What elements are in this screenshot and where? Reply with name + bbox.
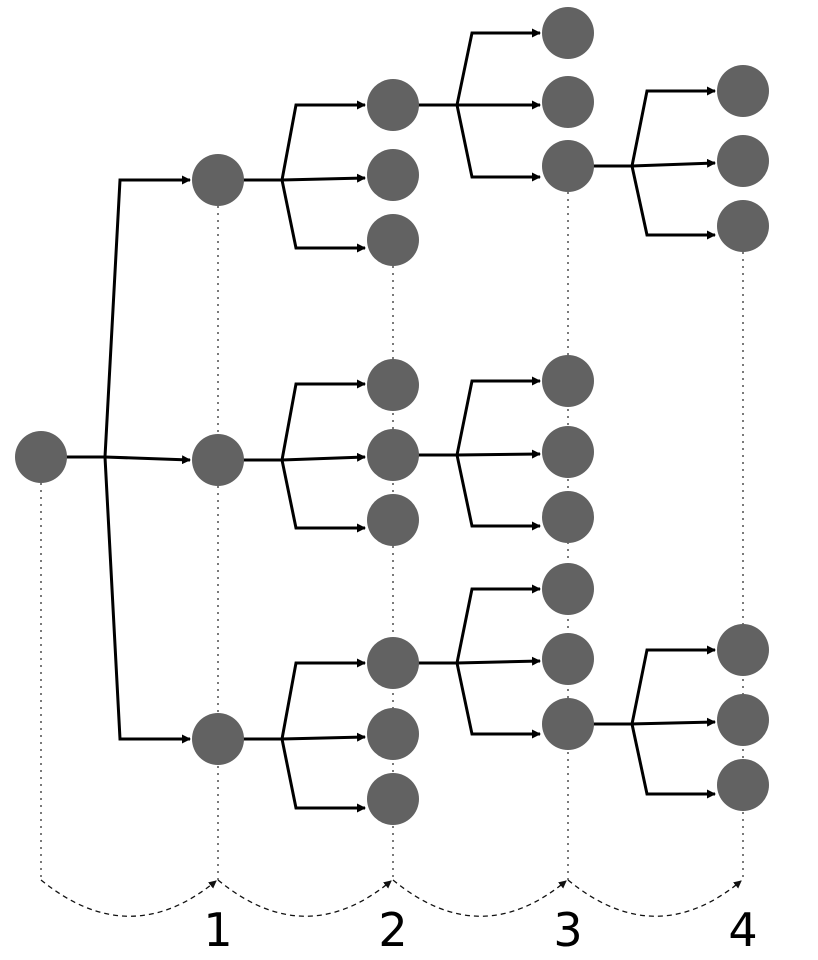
tree-node-25 xyxy=(717,624,769,676)
tree-node-20 xyxy=(542,633,594,685)
level-label-1: 1 xyxy=(203,903,232,957)
level-labels: 1 2 3 4 xyxy=(203,903,757,957)
edge-branch-6-2 xyxy=(455,662,541,739)
tree-node-5 xyxy=(367,149,419,201)
tree-node-17 xyxy=(542,426,594,478)
edge-branch-0-2 xyxy=(103,456,191,744)
edge-branch-1-2 xyxy=(280,179,366,253)
edge-branch-0-1 xyxy=(104,455,191,465)
edge-branch-3-2 xyxy=(280,738,366,813)
tree-node-13 xyxy=(542,7,594,59)
edge-branch-7-2 xyxy=(630,165,716,240)
hop-arc-2 xyxy=(217,879,392,917)
tree-node-9 xyxy=(367,494,419,546)
tree-node-14 xyxy=(542,76,594,128)
tree-node-6 xyxy=(367,214,419,266)
tree-node-24 xyxy=(717,200,769,252)
edge-branch-6-0 xyxy=(455,584,541,664)
tree-node-4 xyxy=(367,79,419,131)
edge-branch-5-2 xyxy=(455,454,541,531)
edge-branch-1-0 xyxy=(280,100,366,181)
edge-branch-5-0 xyxy=(455,376,541,456)
edge-branch-6-1 xyxy=(456,656,541,666)
tree-node-27 xyxy=(717,759,769,811)
tree-node-8 xyxy=(367,429,419,481)
edge-branch-8-1 xyxy=(631,717,716,727)
level-hop-arcs xyxy=(40,879,742,917)
tree-node-2 xyxy=(192,434,244,486)
tree-node-26 xyxy=(717,694,769,746)
edge-branch-3-1 xyxy=(281,732,366,742)
tree-node-3 xyxy=(192,713,244,765)
level-label-3: 3 xyxy=(553,903,582,957)
edge-branch-8-0 xyxy=(630,645,716,725)
tree-node-16 xyxy=(542,355,594,407)
edge-branch-2-0 xyxy=(280,379,366,461)
hop-arc-3 xyxy=(392,879,567,917)
tree-node-11 xyxy=(367,708,419,760)
edge-branch-3-0 xyxy=(280,658,366,740)
hop-arc-1 xyxy=(40,879,217,917)
edge-branch-1-1 xyxy=(281,173,366,183)
edge-branch-4-2 xyxy=(455,104,541,182)
edge-branch-0-0 xyxy=(103,175,191,458)
edge-branch-5-1 xyxy=(456,449,541,459)
edge-branch-2-2 xyxy=(280,459,366,533)
tree-node-1 xyxy=(192,154,244,206)
level-label-2: 2 xyxy=(378,903,407,957)
tree-node-12 xyxy=(367,773,419,825)
tree-node-15 xyxy=(542,140,594,192)
tree-node-0 xyxy=(15,431,67,483)
level-label-4: 4 xyxy=(728,903,757,957)
tree-node-7 xyxy=(367,359,419,411)
edge-branch-7-0 xyxy=(630,86,716,167)
tree-node-10 xyxy=(367,637,419,689)
tree-node-23 xyxy=(717,135,769,187)
edge-branch-7-1 xyxy=(631,158,716,168)
tree-node-18 xyxy=(542,491,594,543)
edge-branch-2-1 xyxy=(281,452,366,462)
hop-arc-4 xyxy=(567,879,742,917)
tree-edges xyxy=(65,28,716,813)
tree-node-21 xyxy=(542,698,594,750)
tree-nodes xyxy=(15,7,769,825)
tree-node-22 xyxy=(717,65,769,117)
tree-node-19 xyxy=(542,563,594,615)
edge-branch-8-2 xyxy=(630,723,716,799)
edge-branch-4-0 xyxy=(455,28,541,106)
